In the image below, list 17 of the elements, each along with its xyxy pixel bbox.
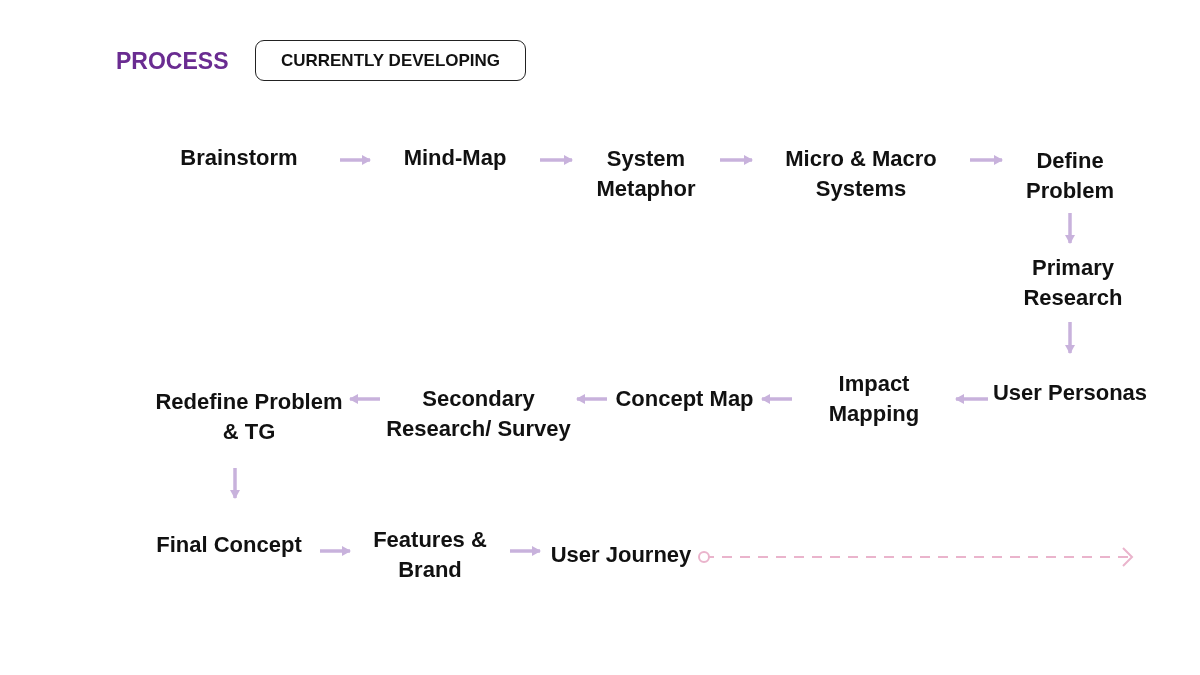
- step-label: User Personas: [992, 378, 1148, 407]
- step-label: User Journey: [550, 541, 692, 569]
- status-badge: [255, 40, 526, 81]
- badge-label: CURRENTLY DEVELOPING: [280, 50, 501, 71]
- step-label: Micro & Macro Systems: [784, 145, 938, 203]
- step-label: Features & Brand: [372, 526, 488, 584]
- step-label: System Metaphor: [595, 145, 697, 203]
- step-label: Concept Map: [615, 385, 754, 413]
- step-label: Final Concept: [156, 531, 302, 559]
- step-label: Primary Research: [1022, 253, 1124, 312]
- step-label: Secondary Research/ Survey: [385, 385, 572, 443]
- step-label: Impact Mapping: [827, 370, 921, 428]
- step-label: Define Problem: [1025, 146, 1115, 205]
- step-label: Mind-Map: [403, 144, 507, 172]
- heading: PROCESS: [116, 48, 229, 75]
- step-label: Brainstorm: [180, 144, 298, 172]
- step-label: Redefine Problem & TG: [154, 388, 344, 446]
